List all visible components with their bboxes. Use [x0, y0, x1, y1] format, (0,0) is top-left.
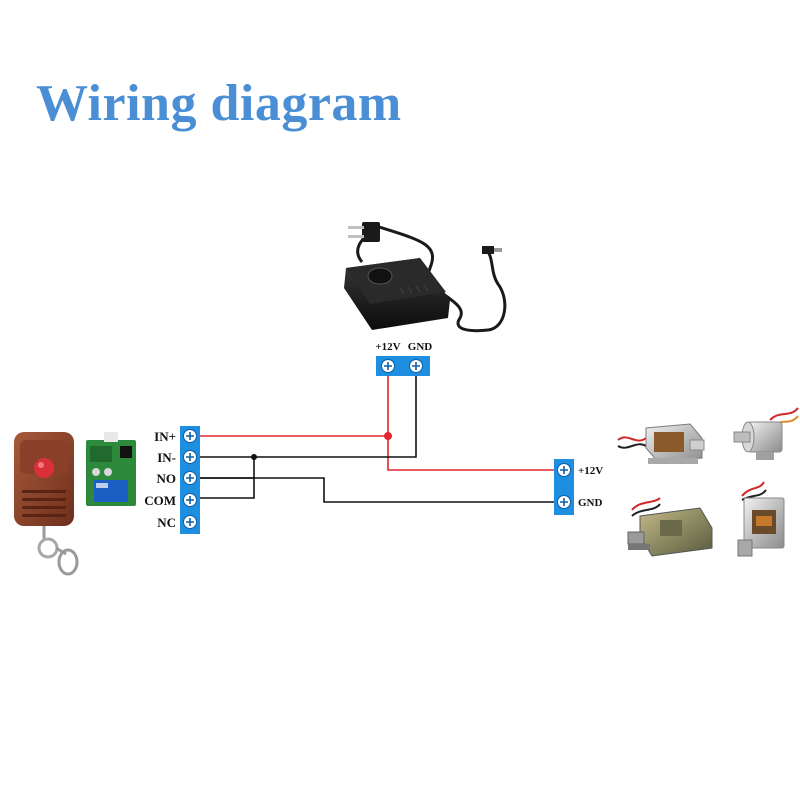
ground-wire: [200, 372, 417, 458]
lock-label-gnd: GND: [578, 497, 603, 509]
terminal-screw-icon: [183, 515, 197, 529]
relay-receiver-board-icon: [86, 432, 136, 506]
ground-wire: [200, 477, 556, 503]
terminal-screw-icon: [557, 463, 571, 477]
junction-dot: [384, 432, 392, 440]
cabinet-lock-icon: [627, 497, 713, 557]
terminal-label-in-plus: IN+: [154, 429, 176, 444]
power-adapter-icon: [344, 222, 507, 333]
lock-label-12v: +12V: [578, 465, 603, 477]
page-title: Wiring diagram: [36, 75, 402, 132]
receiver-terminal-block: IN+ IN- NO COM NC: [144, 426, 200, 534]
terminal-screw-icon: [557, 495, 571, 509]
terminal-screw-icon: [409, 359, 423, 373]
terminal-label-nc: NC: [157, 515, 176, 530]
terminal-label-no: NO: [157, 471, 177, 486]
terminal-screw-icon: [183, 471, 197, 485]
terminal-screw-icon: [183, 429, 197, 443]
electric-bolt-lock-icon: [733, 407, 799, 460]
power-label-12v: +12V: [375, 341, 400, 353]
lock-terminal-block: +12V GND: [554, 459, 603, 515]
ground-wire: [200, 478, 255, 499]
junction-dot: [251, 454, 257, 460]
power-label-gnd: GND: [408, 341, 433, 353]
terminal-label-in-minus: IN-: [157, 450, 176, 465]
electric-latch-lock-icon: [737, 481, 785, 557]
terminal-label-com: COM: [144, 493, 176, 508]
terminal-screw-icon: [381, 359, 395, 373]
positive-wire: [387, 436, 556, 471]
remote-control-icon: [14, 432, 79, 576]
positive-wire: [200, 372, 389, 437]
power-terminal-block: +12V GND: [375, 341, 432, 376]
terminal-screw-icon: [183, 493, 197, 507]
ground-wire: [200, 480, 324, 500]
terminal-screw-icon: [183, 450, 197, 464]
solenoid-lock-icon: [617, 423, 705, 464]
ground-wire: [200, 457, 255, 479]
wires: [200, 372, 556, 503]
